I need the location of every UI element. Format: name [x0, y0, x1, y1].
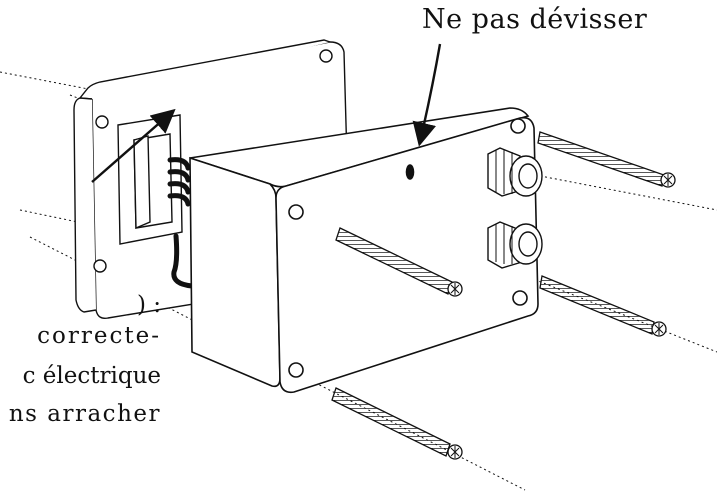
connector-upper — [487, 147, 543, 197]
rear-screw-hole — [93, 259, 107, 273]
removal-arrow — [91, 108, 176, 183]
wires — [167, 157, 195, 289]
front-screw-hole — [288, 204, 304, 220]
wire — [167, 169, 191, 183]
rear-box-top — [78, 39, 331, 100]
callout-arrow — [412, 43, 442, 147]
side-text-line: ) : — [136, 292, 161, 318]
side-text-line: correcte- — [37, 323, 161, 349]
rear-screw-hole — [319, 49, 333, 63]
front-enclosure — [189, 107, 539, 394]
connectors — [487, 147, 543, 269]
do-not-unscrew-label: Ne pas dévisser — [422, 4, 648, 35]
front-box-front-face — [275, 116, 539, 394]
side-text-line: ns arracher — [8, 401, 161, 427]
wire — [167, 193, 191, 207]
transformer-side — [133, 135, 151, 230]
rear-screw-hole — [95, 115, 109, 129]
screw — [335, 227, 463, 297]
screws — [331, 131, 676, 460]
arrows — [91, 43, 442, 183]
screw — [537, 131, 676, 188]
wire — [171, 233, 195, 289]
screw — [331, 387, 463, 460]
wire — [167, 181, 191, 195]
front-screw-hole — [288, 362, 304, 378]
front-screw-hole — [512, 290, 528, 306]
connector-lower — [487, 221, 543, 269]
side-text-line: c électrique — [22, 363, 161, 389]
wire — [167, 157, 191, 171]
front-screw-hole — [510, 118, 526, 134]
rear-box-left-side — [73, 97, 97, 313]
front-box-left-side — [189, 156, 281, 388]
do-not-unscrew-screw — [405, 164, 415, 180]
screw — [539, 275, 667, 337]
